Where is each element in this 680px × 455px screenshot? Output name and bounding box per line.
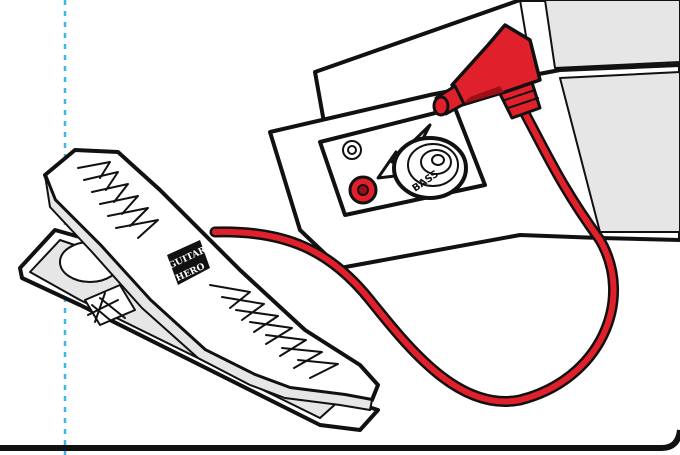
module-side-shade: [545, 0, 680, 68]
drum-module: [270, 0, 680, 268]
red-input-port: [350, 177, 376, 203]
frame-border: [0, 430, 680, 448]
bass-jack: BASS: [394, 138, 466, 198]
small-port: [343, 141, 361, 159]
